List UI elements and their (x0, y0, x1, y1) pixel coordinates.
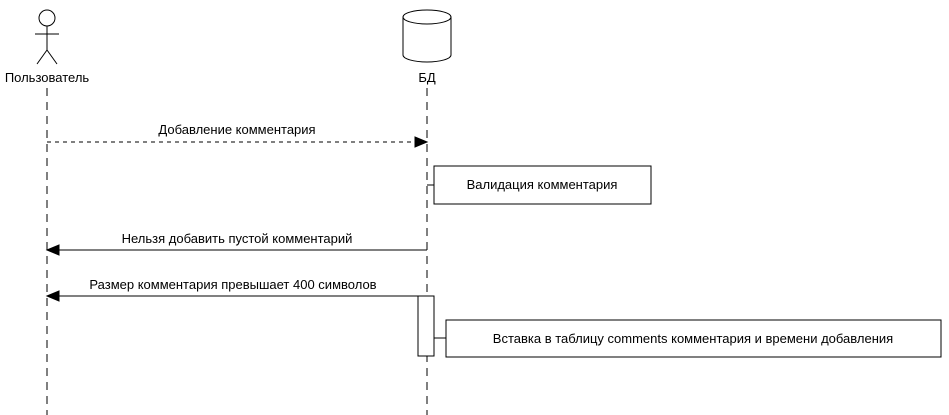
participant-db-label: БД (418, 70, 436, 85)
note-insert-label: Вставка в таблицу comments комментария и… (493, 331, 893, 346)
arrowhead-icon (45, 244, 60, 256)
arrowhead-icon (414, 136, 429, 148)
message-label-add-comment: Добавление комментария (158, 122, 315, 137)
note-validation-label: Валидация комментария (467, 177, 618, 192)
message-label-empty-comment: Нельзя добавить пустой комментарий (122, 231, 353, 246)
note-validation-box (433, 165, 652, 205)
arrowhead-icon (45, 290, 60, 302)
actor-icon (35, 9, 59, 65)
database-icon (402, 9, 452, 63)
activation-bar (417, 295, 435, 357)
note-insert-box (445, 319, 942, 358)
message-label-too-long: Размер комментария превышает 400 символо… (89, 277, 376, 292)
participant-user-label: Пользователь (5, 70, 90, 85)
